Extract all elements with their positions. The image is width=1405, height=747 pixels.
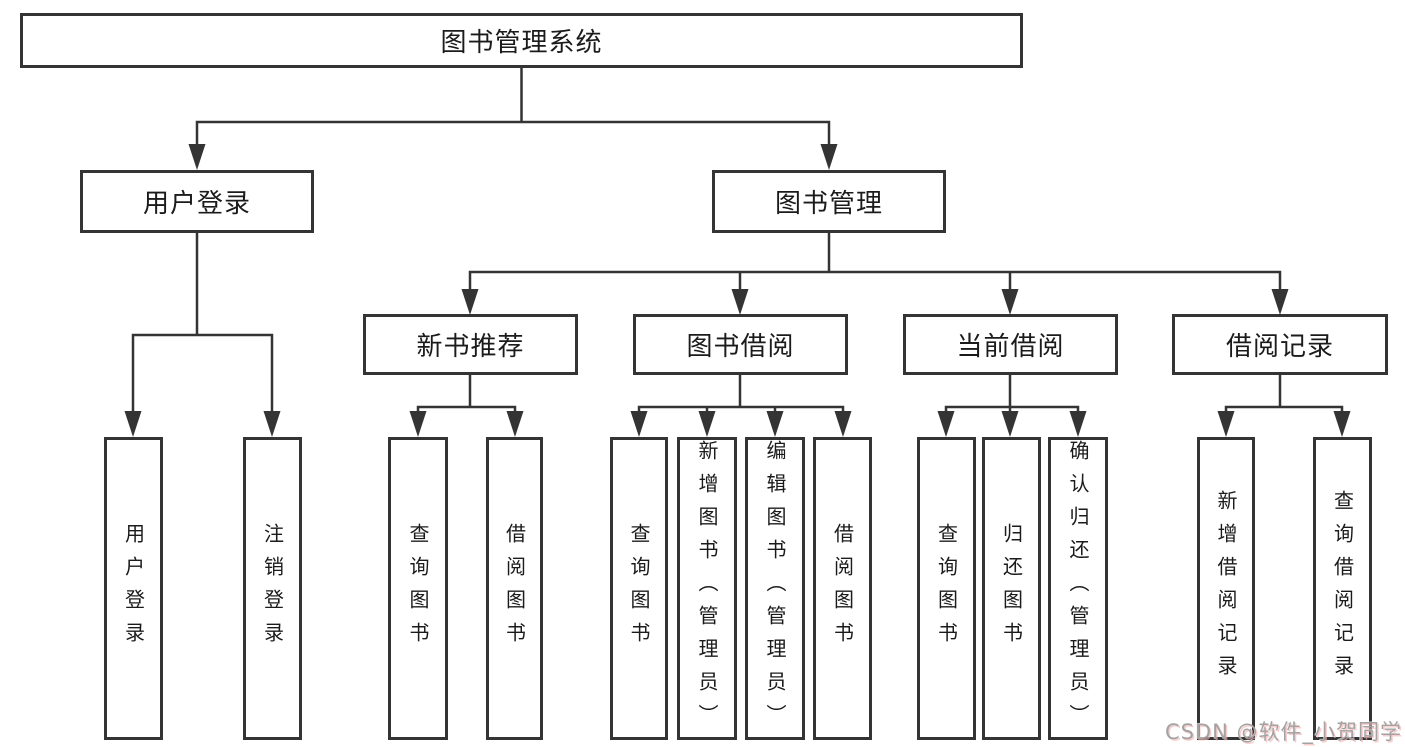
arrow-down-icon — [1271, 289, 1289, 315]
arrow-down-icon — [820, 144, 838, 170]
arrow-down-icon — [834, 411, 852, 437]
arrow-down-icon — [937, 411, 955, 437]
arrow-down-icon — [1217, 411, 1235, 437]
arrow-down-icon — [124, 411, 142, 437]
leaf-recommend-borrow-books: 借阅图书 — [486, 437, 543, 740]
arrow-down-icon — [409, 411, 427, 437]
csdn-watermark: CSDN @软件_小贺同学 — [1164, 720, 1402, 744]
node-current-borrow: 当前借阅 — [903, 314, 1118, 375]
connector-current-branch — [944, 373, 1080, 415]
leaf-borrow-borrow-books: 借阅图书 — [813, 437, 872, 740]
connector-mgmt-branch — [468, 232, 1282, 291]
arrow-down-icon — [766, 411, 784, 437]
leaf-records-add-record: 新增借阅记录 — [1197, 437, 1255, 740]
node-new-book-recommend: 新书推荐 — [363, 314, 578, 375]
connector-records-branch — [1224, 373, 1344, 415]
leaf-user-login: 用户登录 — [104, 437, 163, 740]
arrow-heads — [124, 144, 1351, 437]
arrow-down-icon — [461, 289, 479, 315]
arrow-down-icon — [263, 411, 281, 437]
node-book-borrow: 图书借阅 — [633, 314, 848, 375]
node-borrow-records: 借阅记录 — [1172, 314, 1388, 375]
connector-login-branch — [131, 232, 274, 413]
leaf-borrow-add-books-admin: 新增图书（管理员） — [677, 437, 737, 740]
arrow-down-icon — [731, 289, 749, 315]
arrow-down-icon — [188, 144, 206, 170]
node-root: 图书管理系统 — [20, 13, 1023, 68]
arrow-down-icon — [698, 411, 716, 437]
leaf-current-confirm-return-admin: 确认归还（管理员） — [1048, 437, 1108, 740]
leaf-current-query-books: 查询图书 — [917, 437, 976, 740]
connector-borrow-branch — [637, 373, 845, 415]
leaf-logout: 注销登录 — [243, 437, 302, 740]
leaf-borrow-edit-books-admin: 编辑图书（管理员） — [745, 437, 805, 740]
arrow-down-icon — [1001, 411, 1019, 437]
arrow-down-icon — [1001, 289, 1019, 315]
arrow-down-icon — [506, 411, 524, 437]
leaf-borrow-query-books: 查询图书 — [610, 437, 668, 740]
node-user-login: 用户登录 — [80, 170, 314, 233]
connector-root-branch — [195, 66, 831, 146]
leaf-recommend-query-books: 查询图书 — [388, 437, 448, 740]
leaf-records-query-record: 查询借阅记录 — [1313, 437, 1372, 740]
arrow-down-icon — [630, 411, 648, 437]
connector-recommend-branch — [416, 373, 517, 415]
arrow-down-icon — [1069, 411, 1087, 437]
leaf-current-return-books: 归还图书 — [982, 437, 1041, 740]
arrow-down-icon — [1333, 411, 1351, 437]
node-book-mgmt: 图书管理 — [712, 170, 946, 233]
